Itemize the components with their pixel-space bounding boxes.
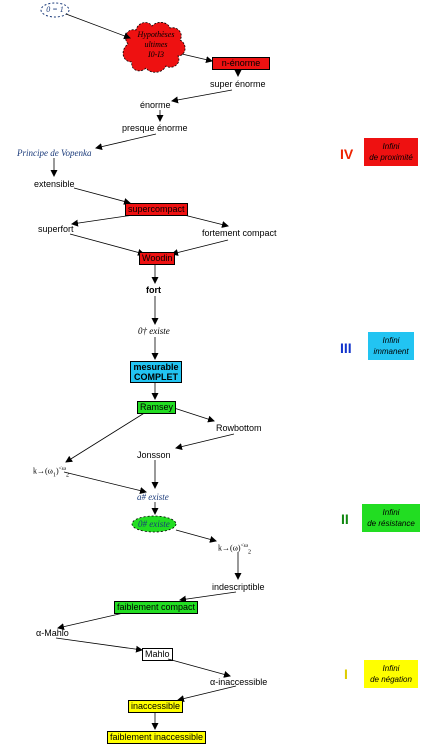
hypotheses-line3: I0-I3 xyxy=(148,50,164,59)
node-erdos-right: k→(ω)<ω2 xyxy=(218,541,251,558)
node-zero-equals-one: 0 = 1 xyxy=(46,5,64,14)
legend-box-i: Infini de négation xyxy=(364,660,418,688)
node-superfort: superfort xyxy=(38,224,74,234)
edge-erdosleft-asharp xyxy=(63,471,147,494)
legend-i-line2: de négation xyxy=(370,675,412,684)
edge-presque-vopenka xyxy=(95,133,157,151)
node-n-enorme: n-énorme xyxy=(212,57,270,70)
edge-hyp-nenorme xyxy=(181,53,213,64)
legend-numeral-ii: II xyxy=(341,511,349,527)
node-alpha-inaccessible: α-inaccessible xyxy=(210,677,268,687)
edge-superfort-woodin xyxy=(69,233,145,256)
legend-ii-line2: de résistance xyxy=(367,519,415,528)
node-a-sharp: a# existe xyxy=(137,492,169,502)
edge-mahlo-alphainacc xyxy=(167,658,231,678)
node-super-enorme: super énorme xyxy=(210,79,266,89)
zero-equals-one-ellipse xyxy=(40,2,70,18)
edge-ramsey-rowbottom xyxy=(173,407,215,423)
mesurable-line1: mesurable xyxy=(133,362,179,372)
erdos-right-base: k→(ω) xyxy=(218,543,241,553)
node-fort: fort xyxy=(146,285,161,295)
legend-box-iv: Infini de proximité xyxy=(364,138,418,166)
hypotheses-line2: ultimes xyxy=(144,40,168,49)
node-faiblement-inaccessible: faiblement inaccessible xyxy=(107,731,207,744)
node-mahlo: Mahlo xyxy=(142,648,173,661)
erdos-left-sub2: 2 xyxy=(65,472,69,479)
hypotheses-cloud xyxy=(122,22,186,73)
node-indescriptible: indescriptible xyxy=(212,582,265,592)
zero-sharp-ellipse xyxy=(131,515,177,533)
node-supercompact: supercompact xyxy=(125,203,188,216)
edge-faiblement-alphamahlo xyxy=(57,611,129,631)
legend-i-line1: Infini xyxy=(382,664,400,673)
legend-iii-line2: immanent xyxy=(373,347,409,356)
edge-extensible-supercompact xyxy=(73,187,131,205)
edge-zero-hyp xyxy=(65,13,131,40)
edge-supercompact-fortement xyxy=(179,213,229,228)
erdos-left-close: ) xyxy=(55,466,59,476)
legend-ii-line1: Infini xyxy=(382,508,400,517)
node-erdos-left: k→(ω1)<ω2 xyxy=(33,464,69,481)
edge-indescriptible-faiblement xyxy=(179,591,237,603)
legend-iv-line1: Infini xyxy=(382,142,400,151)
edge-rowbottom-jonsson xyxy=(175,433,235,450)
node-inaccessible: inaccessible xyxy=(128,700,184,713)
erdos-left-base: k→(ω xyxy=(33,466,53,476)
legend-numeral-iii: III xyxy=(340,340,352,356)
legend-iv-line2: de proximité xyxy=(369,153,413,162)
node-extensible: extensible xyxy=(34,179,75,189)
hypotheses-line1: Hypothèses xyxy=(137,30,175,39)
node-zero-sharp: 0# existe xyxy=(138,519,170,529)
node-ramsey: Ramsey xyxy=(137,401,177,414)
node-alpha-mahlo: α-Mahlo xyxy=(36,628,69,638)
node-presque-enorme: presque énorme xyxy=(122,123,188,133)
erdos-right-sub: 2 xyxy=(247,549,251,556)
legend-iii-line1: Infini xyxy=(382,336,400,345)
erdos-right-sup: <ω xyxy=(240,543,248,549)
node-fortement-compact: fortement compact xyxy=(202,228,277,238)
node-jonsson: Jonsson xyxy=(137,450,171,460)
node-zero-dagger: 0† existe xyxy=(138,326,170,336)
edge-zerosharp-erdosright xyxy=(175,529,217,543)
legend-box-ii: Infini de résistance xyxy=(362,504,420,532)
erdos-left-sub: 1 xyxy=(52,472,56,479)
node-principe-vopenka: Principe de Vopenka xyxy=(17,148,92,158)
legend-box-iii: Infini immanent xyxy=(368,332,414,360)
node-enorme: énorme xyxy=(140,100,171,110)
edge-fortement-woodin xyxy=(171,239,229,256)
node-rowbottom: Rowbottom xyxy=(216,423,262,433)
edge-alphamahlo-mahlo xyxy=(55,637,143,653)
legend-numeral-iv: IV xyxy=(340,146,354,162)
node-hypotheses: Hypothèses ultimes I0-I3 xyxy=(128,30,184,60)
edge-super-enorme xyxy=(171,89,233,104)
erdos-left-sup: <ω xyxy=(58,466,66,472)
mesurable-line2: COMPLET xyxy=(134,372,178,382)
legend-numeral-i: I xyxy=(344,666,348,682)
edge-ramsey-erdosleft xyxy=(65,411,147,463)
node-mesurable: mesurable COMPLET xyxy=(130,361,182,383)
node-faiblement-compact: faiblement compact xyxy=(114,601,199,614)
node-woodin: Woodin xyxy=(139,252,176,265)
edge-alphainacc-inaccessible xyxy=(177,685,237,702)
